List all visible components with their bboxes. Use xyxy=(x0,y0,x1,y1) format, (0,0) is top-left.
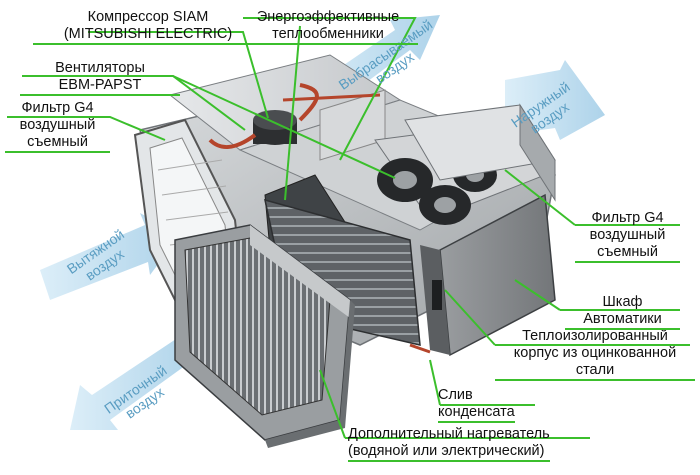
label-compressor: Компрессор SIAM (MITSUBISHI ELECTRIC) xyxy=(63,9,233,42)
label-underline xyxy=(33,43,263,45)
label-housing: Теплоизолированный корпус из оцинкованно… xyxy=(513,328,677,378)
filter-right xyxy=(404,103,556,202)
label-underline xyxy=(20,94,180,96)
label-underline xyxy=(5,151,110,153)
leader-cabinet-2 xyxy=(514,279,561,311)
leader-filter-left xyxy=(7,116,166,141)
label-heat-exchangers: Энергоэффективные теплообменники xyxy=(256,9,400,42)
airflow-arrow-supply xyxy=(70,335,200,430)
leader-lines xyxy=(7,17,690,439)
label-cabinet: Шкаф Автоматики xyxy=(583,294,662,327)
label-underline xyxy=(238,43,418,45)
leader-fans-2 xyxy=(172,75,396,179)
label-drain: Слив конденсата xyxy=(438,387,515,420)
label-underline xyxy=(438,421,515,423)
leader-housing-2 xyxy=(444,289,496,346)
label-underline xyxy=(348,460,550,462)
label-heater: Дополнительный нагреватель (водяной или … xyxy=(348,426,550,459)
leader-heat-exchanger xyxy=(243,17,417,161)
label-underline xyxy=(565,328,680,330)
label-underline xyxy=(575,261,680,263)
airflow-arrow-extract xyxy=(40,213,180,300)
label-fans: Вентиляторы EBM-PAPST xyxy=(55,60,145,93)
label-underline xyxy=(495,379,695,381)
leader-filter-right-2 xyxy=(504,169,576,226)
label-filter-left: Фильтр G4 воздушный съемный xyxy=(19,100,96,150)
label-filter-right: Фильтр G4 воздушный съемный xyxy=(589,210,666,260)
leader-drain-2 xyxy=(429,359,441,406)
leader-compressor xyxy=(88,31,269,119)
additional-heater xyxy=(174,224,355,448)
leader-heater-2 xyxy=(319,369,346,439)
leader-heat-exchanger-2 xyxy=(284,25,301,201)
